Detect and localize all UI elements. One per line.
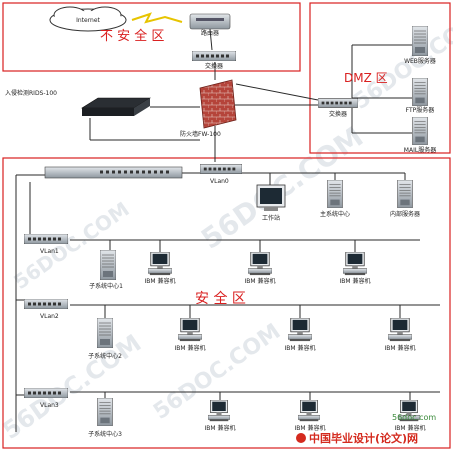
dmz-switch-label: 交换器 (329, 110, 347, 118)
sub-center-2-label: 子系统中心2 (88, 352, 122, 360)
vlan3-switch-device: VLan3 (24, 388, 68, 409)
web-server-label: WEB服务器 (404, 57, 436, 65)
vlan2-pc-label: IBM 兼容机 (285, 344, 316, 352)
brand-logo-icon (296, 433, 306, 443)
sub-center-3-server: 子系统中心3 (88, 398, 122, 438)
watermark-text: 56DOC.COM (0, 329, 146, 445)
vlan3-pc-label: IBM 兼容机 (205, 424, 236, 432)
vlan2-switch-device: VLan2 (24, 299, 68, 320)
workstation-device: 工作站 (256, 184, 286, 222)
ftp-server: FTP服务器 (406, 78, 435, 114)
vlan1-pc: IBM 兼容机 (245, 252, 276, 285)
sub-center-3-label: 子系统中心3 (88, 430, 122, 438)
vlan3-pc-label: IBM 兼容机 (395, 424, 426, 432)
vlan1-pc: IBM 兼容机 (340, 252, 371, 285)
brand-url-text: 56doc.com (392, 413, 436, 422)
vlan1-pc: IBM 兼容机 (145, 252, 176, 285)
vlan2-pc: IBM 兼容机 (385, 318, 416, 352)
web-server: WEB服务器 (404, 26, 436, 65)
top-switch-label: 交换器 (205, 62, 223, 70)
vlan3-pc: IBM 兼容机 (295, 400, 326, 432)
mail-server: MAIL服务器 (404, 117, 436, 154)
workstation-label: 工作站 (262, 214, 280, 222)
internal-server-label: 内部服务器 (390, 210, 420, 218)
ids-label: 入侵检测RIDS-100 (5, 89, 57, 97)
dmz-zone-title: DMZ 区 (344, 71, 388, 85)
top-switch-device: 交换器 (192, 51, 236, 70)
sub-center-2-server: 子系统中心2 (88, 318, 122, 360)
dmz-switch-device: 交换器 (318, 98, 358, 118)
vlan3-label: VLan3 (40, 402, 59, 409)
vlan1-switch-device: VLan1 (24, 234, 68, 255)
vlan2-pc: IBM 兼容机 (175, 318, 206, 352)
safe-zone-title: 安 全 区 (195, 290, 246, 307)
firewall-device: 防火墙FW-100 (180, 79, 237, 138)
internal-server: 内部服务器 (390, 180, 420, 218)
vlan1-label: VLan1 (40, 248, 59, 255)
sub-center-1-server: 子系统中心1 (89, 250, 123, 290)
ftp-server-label: FTP服务器 (406, 106, 435, 114)
internet-label: Internet (76, 17, 100, 24)
unsafe-zone-title: 不 安 全 区 (100, 28, 164, 44)
brand-text: 中国毕业设计(论文)网 (309, 431, 418, 445)
vlan0-label: VLan0 (210, 178, 229, 185)
vlan1-pc-label: IBM 兼容机 (245, 277, 276, 285)
vlan2-pc-label: IBM 兼容机 (385, 344, 416, 352)
vlan1-pc-label: IBM 兼容机 (145, 277, 176, 285)
brand-watermark: 56doc.com 中国毕业设计(论文)网 (296, 413, 436, 445)
vlan2-pc: IBM 兼容机 (285, 318, 316, 352)
vlan3-pc-label: IBM 兼容机 (295, 424, 326, 432)
main-center-server: 主系统中心 (320, 180, 350, 218)
vlan3-pc: IBM 兼容机 (205, 400, 236, 432)
vlan3-pc: IBM 兼容机 (395, 400, 426, 432)
internet-cloud: Internet (49, 6, 127, 32)
core-switch-device (44, 166, 183, 179)
vlan1-pc-label: IBM 兼容机 (340, 277, 371, 285)
dmz-zone-border (309, 2, 451, 154)
vlan0-switch-device: VLan0 (200, 164, 242, 185)
firewall-label: 防火墙FW-100 (180, 130, 221, 138)
watermark-text: 56DOC.COM (349, 9, 453, 115)
sub-center-1-label: 子系统中心1 (89, 282, 123, 290)
unsafe-zone-border (2, 2, 301, 72)
router-device: 路由器 (189, 13, 231, 37)
connection-lines (15, 12, 440, 432)
safe-zone-border (2, 157, 451, 449)
ids-device: 入侵检测RIDS-100 (5, 89, 152, 116)
router-label: 路由器 (201, 29, 219, 37)
mail-server-label: MAIL服务器 (404, 146, 436, 154)
vlan2-label: VLan2 (40, 313, 59, 320)
main-center-label: 主系统中心 (320, 210, 350, 218)
vlan2-pc-label: IBM 兼容机 (175, 344, 206, 352)
